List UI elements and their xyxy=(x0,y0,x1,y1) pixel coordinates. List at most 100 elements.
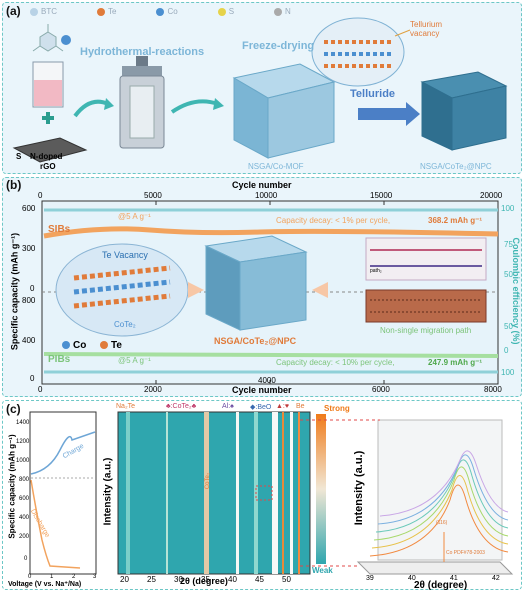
top-tick-0: 0 xyxy=(38,191,43,200)
legend-btc: BTC xyxy=(30,7,57,16)
tellurium-vacancy-circle xyxy=(311,17,405,87)
b-y2tick-1: 75 xyxy=(504,240,513,249)
arrow-2-head xyxy=(213,98,224,110)
migration-label: Non-single migration path xyxy=(380,326,472,335)
phase-heart: ▲:♥ xyxy=(276,403,290,410)
substrate-rgo-label: rGO xyxy=(40,162,56,171)
heat-ylabel: Intensity (a.u.) xyxy=(102,457,114,526)
n-atom-icon xyxy=(274,7,283,16)
cote2-aerogel-cube xyxy=(420,71,508,151)
heat-xtick-2: 30 xyxy=(174,575,183,584)
d3-ref-label: Co PDF#78-2003 xyxy=(446,550,485,556)
panel-b-label: (b) xyxy=(6,178,22,192)
c-ytick-2: 1000 xyxy=(16,458,30,464)
hydrothermal-label: Hydrothermal-reactions xyxy=(80,46,205,58)
b-ytick-bot-0: 800 xyxy=(22,296,36,305)
te-atom-icon xyxy=(100,341,108,350)
charge-curve xyxy=(30,431,96,475)
top-tick-3: 15000 xyxy=(370,191,393,200)
heat-xtick-0: 20 xyxy=(120,575,129,584)
top-tick-2: 10000 xyxy=(255,191,278,200)
c-ytick-0: 1400 xyxy=(16,420,30,426)
btc-molecule-icon xyxy=(32,24,64,52)
top-tick-4: 20000 xyxy=(480,191,503,200)
pibs-rate: @5 A g⁻¹ xyxy=(118,356,151,365)
c-xtick-2: 2 xyxy=(72,574,76,580)
b-y2tick-5: 100 xyxy=(501,368,515,377)
d3-ylabel: Intensity (a.u.) xyxy=(353,450,365,526)
d3-xtick-0: 39 xyxy=(366,575,374,582)
bottom-axis-ticks xyxy=(41,380,499,384)
xrd-heatmap xyxy=(117,411,311,575)
te-atom-icon xyxy=(97,7,105,16)
b-y2tick-0: 100 xyxy=(501,204,515,213)
panel-a-legend: BTC Te Co S N xyxy=(30,7,291,16)
beaker-icon xyxy=(32,61,64,108)
top-tick-1: 5000 xyxy=(144,191,162,200)
c-ytick-6: 200 xyxy=(19,534,30,540)
panel-a-label: (a) xyxy=(6,4,21,18)
zoom-region-box xyxy=(255,485,273,501)
voltage-profile-frame xyxy=(29,411,97,575)
heatmap-colorbar xyxy=(316,414,326,564)
c-xtick-1: 1 xyxy=(50,574,54,580)
substrate-s-label: S xyxy=(16,152,22,161)
c-xlabel: Voltage (V vs. Na⁺/Na) xyxy=(8,581,82,588)
freeze-drying-label: Freeze-drying xyxy=(242,40,315,52)
plus-icon xyxy=(42,112,54,124)
heat-xtick-3: 35 xyxy=(201,575,210,584)
colorbar-weak: Weak xyxy=(312,566,333,575)
co-ion-icon xyxy=(61,35,71,45)
heat-xtick-1: 25 xyxy=(147,575,156,584)
legend-b-te: Te xyxy=(100,340,122,351)
telluride-arrow-icon xyxy=(358,108,408,120)
d3-peak-label: (116) xyxy=(436,520,448,526)
phase-cote2: ♣:CoTe₂♣ xyxy=(166,403,197,410)
bottom-tick-2: 4000 xyxy=(258,376,276,385)
heat-xlabel: 2θ (degree) xyxy=(180,576,228,586)
pibs-capacity-curve xyxy=(43,352,499,358)
colorbar-strong: Strong xyxy=(324,404,350,413)
co-atom-icon xyxy=(156,7,165,16)
sibs-decay: Capacity decay: < 1% per cycle, xyxy=(276,216,391,225)
bottom-tick-1: 2000 xyxy=(144,385,162,394)
heat-xtick-4: 40 xyxy=(228,575,237,584)
center-cube-label: NSGA/CoTe₂@NPC xyxy=(214,336,297,346)
c-xtick-3: 3 xyxy=(93,574,97,580)
bottom-tick-3: 6000 xyxy=(372,385,390,394)
b-ytick-top-0: 600 xyxy=(22,204,36,213)
pibs-decay: Capacity decay: < 10% per cycle, xyxy=(276,358,395,367)
xrd-3d-curves xyxy=(369,450,509,557)
c-ytick-3: 800 xyxy=(19,477,30,483)
d3-xtick-2: 41 xyxy=(450,575,458,582)
pibs-label: PIBs xyxy=(48,354,71,365)
discharge-curve xyxy=(30,479,81,569)
b-ytick-top-1: 300 xyxy=(22,244,36,253)
co-mof-aerogel-cube xyxy=(232,63,336,159)
bottom-tick-0: 0 xyxy=(38,385,43,394)
telluride-arrow-head xyxy=(406,102,420,126)
rgo-sheet-icon xyxy=(12,137,88,163)
b-ytick-bot-2: 0 xyxy=(30,374,35,383)
b-y2tick-2: 50 xyxy=(504,270,513,279)
sibs-rate: @5 A g⁻¹ xyxy=(118,212,151,221)
right-glow-arrow xyxy=(312,282,328,298)
arrow-1-head xyxy=(104,98,114,110)
migration-path-structure xyxy=(365,237,487,323)
legend-co: Co xyxy=(156,7,178,16)
xrd-3d-floor xyxy=(356,561,514,575)
product-co-mof-label: NSGA/Co-MOF xyxy=(248,162,304,171)
co-atom-icon xyxy=(62,341,70,350)
b-ytick-top-2: 0 xyxy=(30,284,35,293)
c-ytick-1: 1200 xyxy=(16,439,30,445)
cote2-lattice-illustration xyxy=(73,265,171,309)
bottom-tick-4: 8000 xyxy=(484,385,502,394)
product-cote2-label: NSGA/CoTe₂@NPC xyxy=(420,162,492,171)
panel-c-label: (c) xyxy=(6,402,21,416)
legend-b-co: Co xyxy=(62,340,86,351)
legend-te: Te xyxy=(97,7,116,16)
vacancy-pointer xyxy=(394,29,411,37)
